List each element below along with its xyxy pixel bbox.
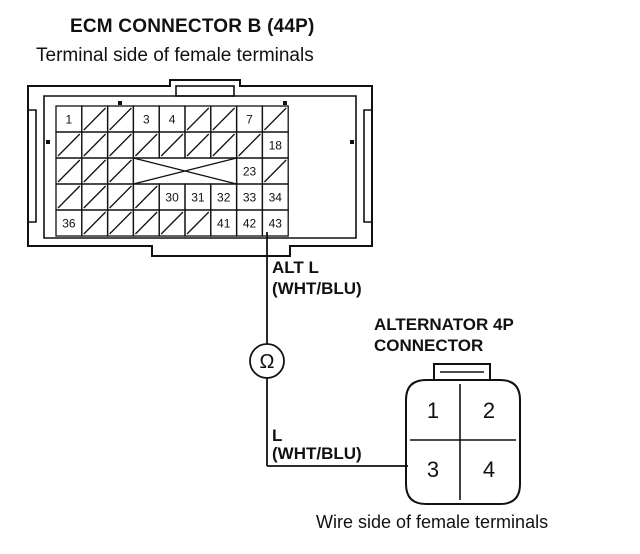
alternator-title-line1: ALTERNATOR 4P [374,315,514,334]
ohm-icon: Ω [260,351,275,373]
lower-wire-color: (WHT/BLU) [272,444,362,463]
ecm-pin-label: 30 [165,191,179,205]
ecm-unused-cavity-mark [57,185,81,209]
ecm-unused-cavity-mark [134,133,158,157]
ecm-pin-label: 32 [217,191,231,205]
lower-wire-name: L [272,426,283,445]
ecm-unused-cavity-mark [186,107,210,131]
ecm-key-top-left [118,101,122,105]
ecm-housing-inner [43,95,357,239]
alternator-caption: Wire side of female terminals [316,512,549,532]
ecm-pin-label: 42 [243,217,257,231]
ecm-pin-label: 36 [62,217,76,231]
ecm-latch [175,85,235,97]
ecm-unused-cavity-mark [263,107,287,131]
ecm-blank-block [132,157,238,185]
ecm-key-left [46,140,50,144]
ecm-unused-cavity-mark [134,211,158,235]
ecm-connector-subtitle: Terminal side of female terminals [36,45,314,66]
alt-pin-2: 2 [483,398,495,423]
ecm-unused-cavity-mark [160,133,184,157]
ecm-pin-label: 4 [169,113,176,127]
alt-pin-3: 3 [427,457,439,482]
ohmmeter-symbol: Ω [249,343,285,379]
ohmmeter-circle [249,343,285,379]
ecm-pin-label: 33 [243,191,257,205]
ecm-unused-cavity-mark [83,159,107,183]
ecm-unused-cavity-mark [83,107,107,131]
ecm-housing-left-lip [28,109,37,223]
alt-pin-1: 1 [427,398,439,423]
ecm-unused-cavity-mark [134,185,158,209]
ecm-unused-cavity-mark [109,159,132,183]
ecm-pin-label: 18 [269,139,283,153]
ecm-unused-cavity-mark [212,107,236,131]
ecm-pin-label: 43 [269,217,283,231]
ecm-pin-label: 1 [66,113,73,127]
ecm-unused-cavity-mark [109,211,132,235]
alternator-connector: 1 2 3 4 [405,363,521,505]
ecm-key-top-right [283,101,287,105]
ecm-unused-cavity-mark [160,211,184,235]
ecm-unused-cavity-mark [109,133,132,157]
alt-pin-4: 4 [483,457,495,482]
ecm-unused-cavity-mark [109,185,132,209]
upper-wire-name: ALT L [272,258,319,277]
ecm-housing-outline [27,79,373,257]
test-wiring [266,232,408,467]
alt-latch [433,363,491,380]
ecm-pin-label: 3 [143,113,150,127]
ecm-blank-block-cross [133,157,237,185]
alternator-title-line2: CONNECTOR [374,336,484,355]
ecm-pin-label: 41 [217,217,231,231]
ecm-key-right [350,140,354,144]
ecm-pin-label: 23 [243,165,257,179]
ecm-unused-cavity-mark [83,211,107,235]
ecm-unused-cavity-mark [57,159,81,183]
upper-wire-color: (WHT/BLU) [272,279,362,298]
ecm-unused-cavity-mark [109,107,132,131]
ecm-pin-label: 34 [269,191,283,205]
ecm-pin-label: 31 [191,191,205,205]
ecm-pin-grid [55,105,289,237]
ecm-unused-cavity-mark [57,133,81,157]
ecm-connector-title: ECM CONNECTOR B (44P) [70,16,315,37]
ecm-unused-cavity-mark [238,133,261,157]
alt-housing-outline [405,379,521,505]
ecm-unused-cavity-mark [83,133,107,157]
ecm-unused-cavity-mark [186,133,210,157]
ecm-unused-cavity-mark [212,133,236,157]
ecm-pin-label: 7 [246,113,253,127]
ecm-unused-cavity-mark [83,185,107,209]
ecm-housing-right-lip [363,109,372,223]
ecm-unused-cavity-mark [186,211,210,235]
ecm-unused-cavity-mark [263,159,287,183]
ecm-cavity [261,209,289,237]
